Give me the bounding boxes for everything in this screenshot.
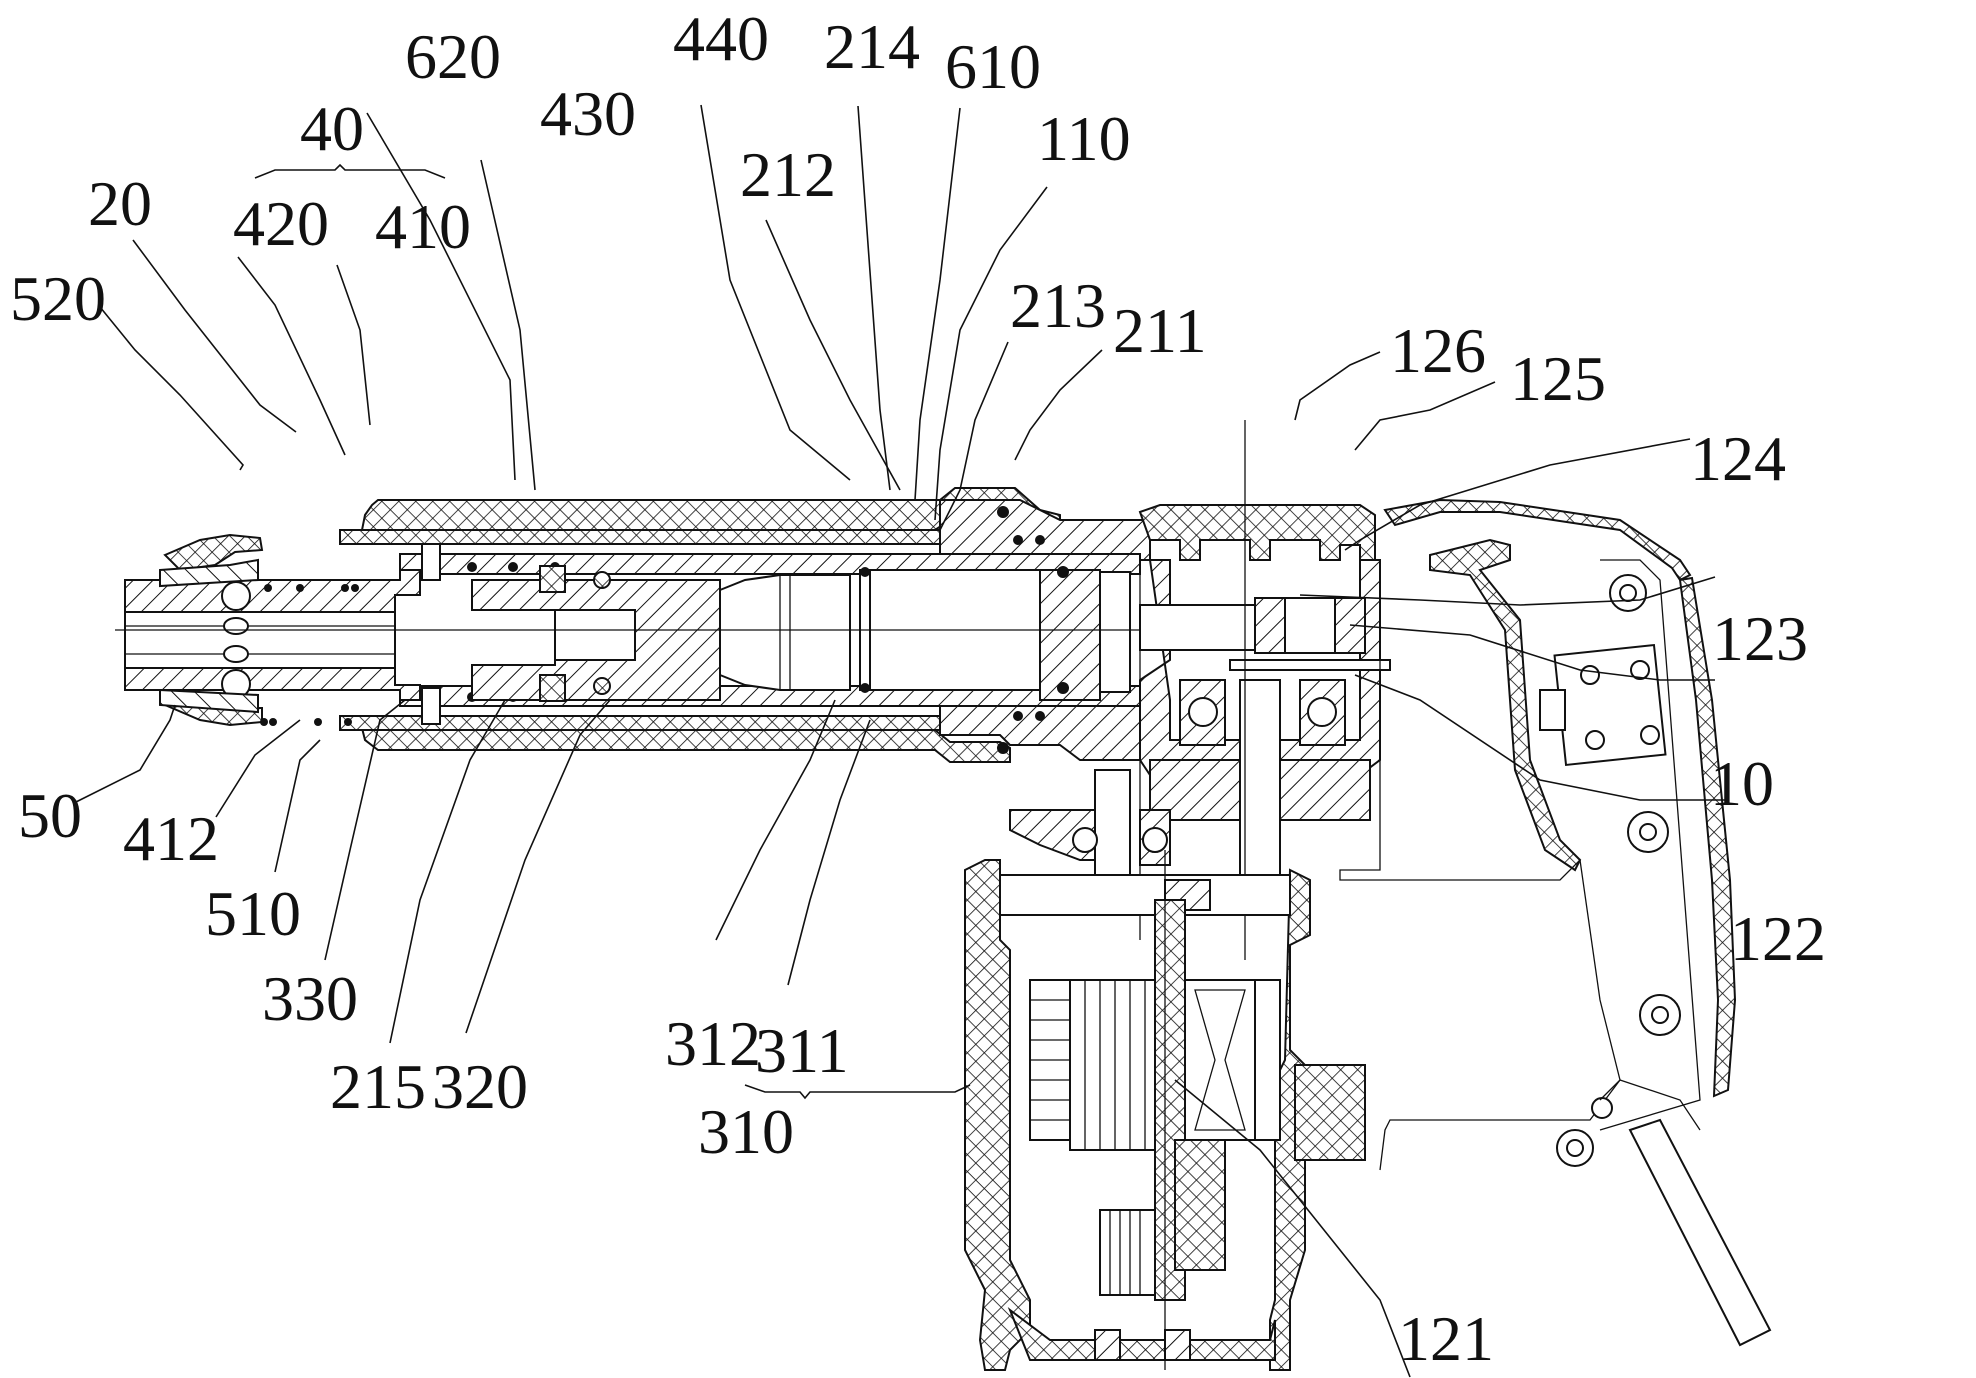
label-412: 412	[123, 803, 219, 874]
motor-housing-right	[1269, 868, 1311, 1371]
crank-shaft	[1139, 604, 1271, 651]
label-20: 20	[88, 168, 152, 239]
label-510: 510	[205, 878, 301, 949]
brace-310	[744, 1084, 971, 1100]
armature-core	[1069, 979, 1156, 1151]
tool-holder-bottom	[124, 667, 421, 701]
label-215: 215	[330, 1051, 426, 1122]
label-50: 50	[18, 780, 82, 851]
retaining-pin-top	[421, 543, 441, 581]
stator-left-lines	[1030, 999, 1070, 1121]
handle-outer-grip	[1678, 576, 1737, 1098]
barrel-casing	[939, 499, 1151, 561]
bit-bore	[124, 611, 396, 669]
label-121: 121	[1398, 1303, 1494, 1374]
striker	[719, 574, 851, 691]
commutator	[1099, 1209, 1156, 1296]
label-310: 310	[698, 1096, 794, 1167]
label-123: 123	[1712, 603, 1808, 674]
label-610: 610	[945, 31, 1041, 102]
stator-right	[1184, 979, 1256, 1141]
label-124: 124	[1690, 423, 1786, 494]
label-420: 420	[233, 188, 329, 259]
label-110: 110	[1037, 103, 1131, 174]
label-440: 440	[673, 3, 769, 74]
fan	[999, 874, 1291, 916]
label-311: 311	[755, 1015, 849, 1086]
chuck-collar-top	[159, 558, 259, 588]
label-122: 122	[1730, 903, 1826, 974]
inner-tube-top	[339, 529, 941, 545]
gearbox	[1009, 420, 1391, 960]
label-10: 10	[1710, 748, 1774, 819]
label-320: 320	[432, 1051, 528, 1122]
brace-40	[254, 163, 446, 179]
label-520: 520	[10, 263, 106, 334]
label-410: 410	[375, 191, 471, 262]
label-620: 620	[405, 21, 501, 92]
chuck-collar-bottom	[159, 688, 259, 714]
handle-inner-grip	[1429, 538, 1582, 872]
label-211: 211	[1113, 295, 1207, 366]
motor-housing-left	[964, 859, 1031, 1371]
handle-outline-inner	[1339, 620, 1621, 1171]
armature-lines	[1084, 980, 1146, 1150]
lock-ball-top	[221, 581, 251, 611]
piston-head	[1039, 569, 1101, 701]
gearbox-cover	[1138, 504, 1376, 561]
label-312: 312	[665, 1008, 761, 1079]
handle	[1294, 498, 1772, 1347]
barrel-assembly	[115, 487, 1340, 763]
label-125: 125	[1510, 343, 1606, 414]
motor-section	[964, 850, 1311, 1371]
label-430: 430	[540, 78, 636, 149]
label-214: 214	[824, 11, 920, 82]
label-212: 212	[740, 139, 836, 210]
label-126: 126	[1390, 315, 1486, 386]
label-40: 40	[300, 93, 364, 164]
cord-guard	[1628, 1118, 1772, 1347]
leader-lines	[73, 104, 1725, 1378]
reference-labels: 40 620 440 214 610 430 110 212 20 420 41…	[10, 3, 1826, 1374]
label-213: 213	[1010, 270, 1106, 341]
trigger-switch	[1553, 643, 1667, 767]
motor-housing-bottom	[1007, 1307, 1276, 1361]
label-330: 330	[262, 963, 358, 1034]
retaining-pin-bottom	[421, 687, 441, 725]
